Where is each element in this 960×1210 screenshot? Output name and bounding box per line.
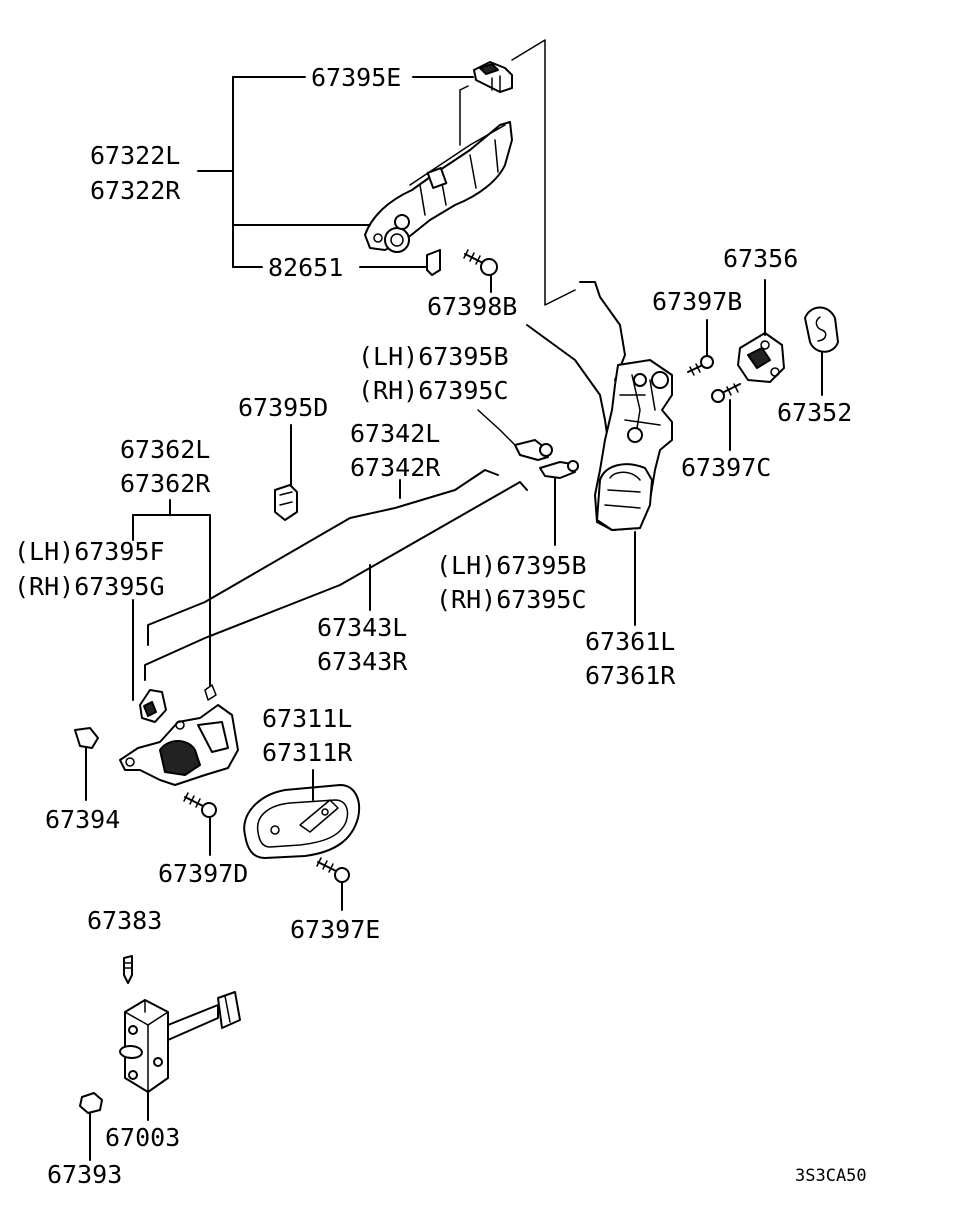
label-67383: 67383	[87, 906, 162, 935]
nut-67393	[79, 1092, 103, 1161]
label-67322L: 67322L	[90, 141, 180, 170]
label-67322R: 67322R	[90, 176, 181, 205]
clip-82651	[426, 249, 441, 276]
label-67393: 67393	[47, 1160, 122, 1189]
label-67352: 67352	[777, 398, 852, 427]
screw-67397E	[316, 857, 350, 911]
screw-67397C	[711, 383, 741, 451]
pin-67383	[123, 955, 133, 984]
screw-67397D	[183, 792, 217, 856]
label-67395D: 67395D	[238, 393, 328, 422]
leader-lines-handle	[197, 39, 576, 306]
label-67395G: (RH)67395G	[14, 572, 165, 601]
label-67397E: 67397E	[290, 915, 380, 944]
label-67395C-mid: (RH)67395C	[436, 585, 587, 614]
clip-67395F-G	[139, 689, 167, 723]
label-67397B: 67397B	[652, 287, 742, 316]
label-67361R: 67361R	[585, 661, 676, 690]
label-67395B-top: (LH)67395B	[358, 342, 509, 371]
label-67398B: 67398B	[427, 292, 517, 321]
label-67343R: 67343R	[317, 647, 408, 676]
label-67395C-top: (RH)67395C	[358, 376, 509, 405]
striker-67356	[737, 279, 785, 383]
clip-67395B-C-mid	[539, 460, 579, 546]
door-check-67003	[119, 991, 241, 1121]
label-82651: 82651	[268, 253, 343, 282]
clip-67395B-C-top	[477, 409, 553, 461]
label-67362R: 67362R	[120, 469, 211, 498]
label-67394: 67394	[45, 805, 120, 834]
inside-handle-67311	[243, 769, 360, 859]
label-67395E: 67395E	[311, 63, 401, 92]
clip-67395D	[274, 424, 298, 521]
label-67342L: 67342L	[350, 419, 440, 448]
grommet-67394	[74, 727, 99, 801]
label-67342R: 67342R	[350, 453, 441, 482]
label-67397C: 67397C	[681, 453, 771, 482]
label-67397D: 67397D	[158, 859, 248, 888]
label-67356: 67356	[723, 244, 798, 273]
inside-handle-base-67362	[119, 499, 239, 786]
diagram-code: 3S3CA50	[795, 1166, 867, 1186]
label-67343L: 67343L	[317, 613, 407, 642]
screw-67398B	[463, 249, 498, 276]
label-67003: 67003	[105, 1123, 180, 1152]
outside-handle-assembly	[364, 85, 513, 253]
label-67361L: 67361L	[585, 627, 675, 656]
shim-67352	[804, 306, 839, 396]
label-67395B-mid: (LH)67395B	[436, 551, 587, 580]
label-67311R: 67311R	[262, 738, 353, 767]
screw-67397B	[687, 319, 714, 376]
label-67395F: (LH)67395F	[14, 537, 165, 566]
lock-actuator-assembly	[526, 281, 673, 531]
label-67311L: 67311L	[262, 704, 352, 733]
rods-67342-67343	[144, 469, 528, 681]
clip-67395E	[473, 61, 513, 93]
label-67362L: 67362L	[120, 435, 210, 464]
